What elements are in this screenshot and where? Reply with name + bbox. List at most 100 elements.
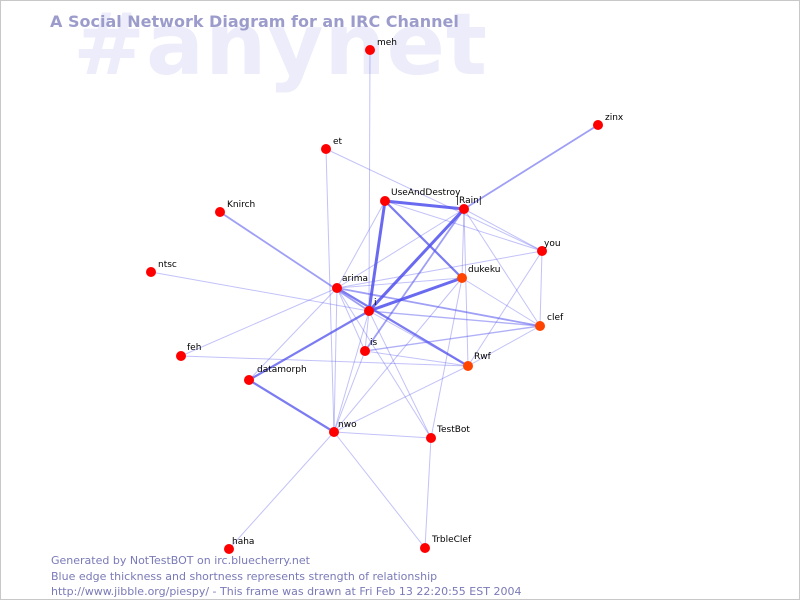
edge-Rain-i — [367, 207, 466, 313]
edge-Rain-clef — [463, 208, 541, 327]
node-datamorph — [244, 375, 254, 385]
edge-Rain-you — [463, 208, 543, 252]
node-label-TrbleClef: TrbleClef — [431, 535, 472, 545]
edge-i-nwo — [333, 310, 370, 433]
edge-Rain-is — [364, 208, 465, 352]
node-feh — [176, 351, 186, 361]
edge-arima-UseAndDestroy — [336, 200, 386, 289]
edge-nwo-dukeku — [333, 277, 463, 433]
edge-UseAndDestroy-dukeku — [383, 199, 464, 280]
edge-Rwf-clef — [467, 325, 541, 367]
edge-et-you — [325, 148, 543, 252]
node-UseAndDestroy — [380, 196, 390, 206]
node-label-arima: arima — [342, 274, 368, 284]
node-label-haha: haha — [232, 537, 254, 547]
node-label-Rain: |Rain| — [456, 196, 482, 206]
edge-i-dukeku — [367, 276, 464, 313]
edge-UseAndDestroy-i — [367, 199, 387, 313]
node-ntsc — [146, 267, 156, 277]
edge-meh-i — [368, 49, 371, 312]
node-dukeku — [457, 273, 467, 283]
node-clef — [535, 321, 545, 331]
edge-you-clef — [539, 250, 543, 327]
edge-et-nwo — [325, 148, 335, 433]
node-meh — [365, 45, 375, 55]
node-label-clef: clef — [547, 313, 564, 323]
edge-nwo-haha — [228, 431, 335, 550]
node-label-ntsc: ntsc — [158, 260, 177, 270]
node-TestBot — [426, 433, 436, 443]
edge-Rain-Rwf — [463, 208, 469, 367]
edge-nwo-Rwf — [333, 365, 469, 433]
edge-TestBot-dukeku — [430, 277, 463, 439]
edge-i-datamorph — [247, 309, 371, 382]
node-label-zinx: zinx — [605, 113, 624, 123]
nodes-layer — [146, 45, 603, 554]
channel-watermark: #anynet — [73, 0, 489, 95]
node-you — [537, 246, 547, 256]
edge-nwo-TrbleClef — [333, 431, 426, 549]
node-label-nwo: nwo — [338, 420, 357, 430]
node-haha — [224, 544, 234, 554]
edge-arima-nwo — [333, 287, 338, 433]
edge-arima-clef — [336, 287, 541, 327]
edge-nwo-TestBot — [333, 431, 432, 439]
edge-is-clef — [364, 325, 541, 352]
edge-Rain-dukeku — [461, 208, 465, 279]
node-Knirch — [215, 207, 225, 217]
node-Rwf — [463, 361, 473, 371]
node-label-you: you — [544, 239, 561, 249]
node-label-TestBot: TestBot — [436, 425, 470, 435]
edge-Rain-zinx — [463, 124, 599, 210]
edge-i-Rwf — [368, 310, 469, 367]
node-label-UseAndDestroy: UseAndDestroy — [391, 188, 461, 198]
edge-i-is — [364, 310, 370, 352]
edge-arima-TestBot — [336, 287, 432, 439]
node-arima — [332, 283, 342, 293]
node-nwo — [329, 427, 339, 437]
node-label-datamorph: datamorph — [257, 365, 307, 375]
edge-datamorph-nwo — [247, 378, 336, 434]
edge-arima-feh — [180, 287, 338, 357]
edge-feh-Rwf — [180, 355, 469, 367]
edge-ntsc-i — [150, 271, 370, 312]
footer-legend-note: Blue edge thickness and shortness repres… — [51, 570, 438, 583]
edge-is-nwo — [333, 350, 366, 433]
edge-UseAndDestroy-Rain — [383, 199, 466, 211]
node-zinx — [593, 120, 603, 130]
edge-TestBot-TrbleClef — [424, 437, 432, 549]
edge-i-TestBot — [368, 310, 432, 439]
node-label-meh: meh — [377, 38, 397, 48]
edge-dukeku-clef — [461, 277, 541, 327]
footer-timestamp: http://www.jibble.org/piespy/ - This fra… — [51, 585, 522, 598]
edge-is-Rwf — [364, 350, 469, 367]
edge-arima-is — [336, 287, 366, 352]
node-et — [321, 144, 331, 154]
node-label-et: et — [333, 137, 343, 147]
edge-arima-Rwf — [335, 286, 470, 368]
node-label-dukeku: dukeku — [468, 265, 500, 275]
node-is — [360, 346, 370, 356]
edge-i-Knirch — [219, 211, 370, 312]
node-i — [364, 306, 374, 316]
edge-arima-you — [336, 250, 543, 289]
node-label-is: is — [370, 338, 378, 348]
node-label-Knirch: Knirch — [227, 200, 255, 210]
edge-you-Rwf — [467, 250, 543, 367]
edge-arima-Rain — [336, 208, 465, 289]
node-TrbleClef — [420, 543, 430, 553]
node-label-feh: feh — [187, 343, 201, 353]
edge-arima-dukeku — [336, 277, 463, 289]
node-label-Rwf: Rwf — [474, 352, 492, 362]
edges-layer — [150, 49, 599, 550]
edge-UseAndDestroy-you — [384, 200, 543, 252]
edge-arima-datamorph — [248, 287, 338, 381]
edge-i-clef — [368, 310, 541, 327]
node-label-i: i — [374, 298, 377, 308]
footer-generated-by: Generated by NotTestBOT on irc.bluecherr… — [51, 554, 310, 567]
node-Rain — [459, 204, 469, 214]
diagram-title: A Social Network Diagram for an IRC Chan… — [50, 12, 459, 31]
